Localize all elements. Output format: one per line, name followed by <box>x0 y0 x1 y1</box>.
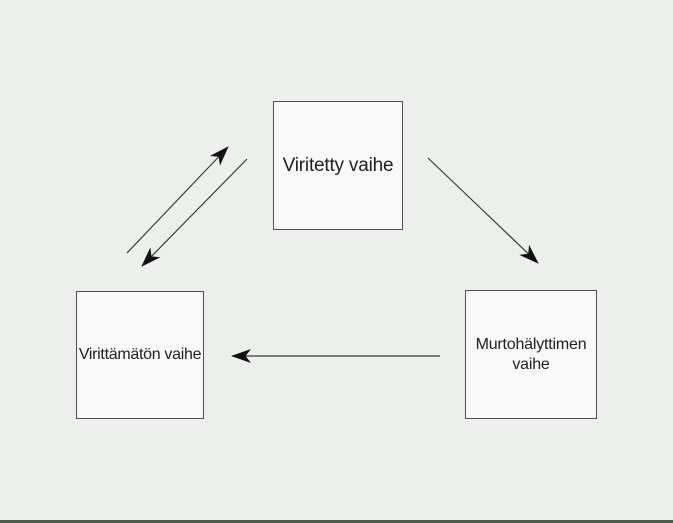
arrow-viritetty-to-murtohalyttimen <box>427 157 539 264</box>
arrow-viritetty-to-virittamaton <box>141 158 248 267</box>
node-murtohalyttimen-vaihe: Murtohälyttimen vaihe <box>465 290 597 419</box>
node-label: Virittämätön vaihe <box>78 346 202 363</box>
bottom-edge-bar <box>0 520 673 523</box>
node-label: Viritetty vaihe <box>282 154 394 176</box>
node-label: Murtohälyttimen vaihe <box>475 335 587 373</box>
node-viritetty-vaihe: Viritetty vaihe <box>273 101 403 230</box>
node-virittamaton-vaihe: Virittämätön vaihe <box>76 291 204 419</box>
arrow-virittamaton-to-viritetty <box>126 146 229 254</box>
